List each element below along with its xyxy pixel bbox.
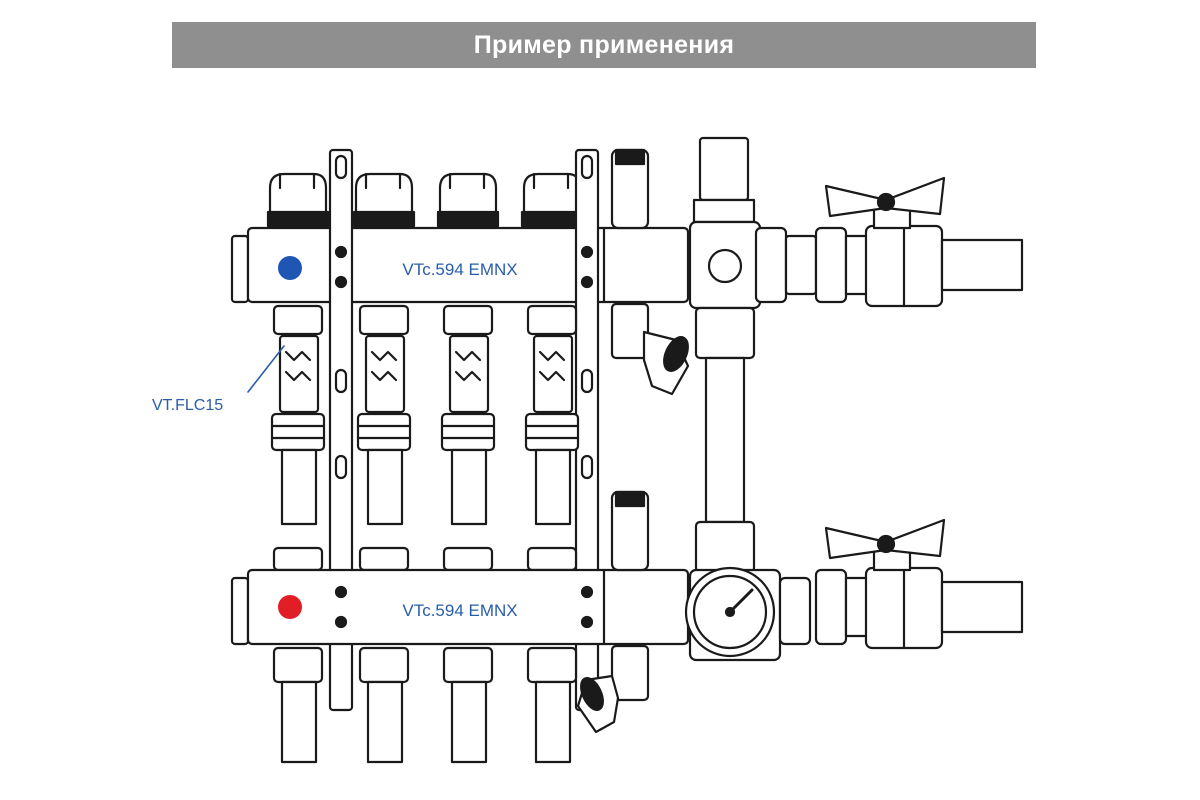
mixing-valve xyxy=(688,136,870,310)
thermostatic-cap xyxy=(266,172,330,228)
return-marker xyxy=(278,595,302,619)
flowmeter-row xyxy=(270,304,580,526)
drain-valve xyxy=(610,302,690,396)
thermostatic-cap xyxy=(520,172,584,228)
bypass-pipe xyxy=(694,306,756,574)
ball-valve-top xyxy=(824,176,1024,308)
manifold-bottom-label: VTc.594 EMNX xyxy=(402,601,517,620)
bottom-manifold xyxy=(230,490,690,764)
page-title: Пример применения xyxy=(473,31,735,59)
callout-label: VT.FLC15 xyxy=(152,397,223,414)
ball-valve-bottom xyxy=(824,518,1024,650)
header-banner: Пример применения xyxy=(172,22,1036,68)
thermostatic-cap xyxy=(352,172,416,228)
thermostatic-cap xyxy=(436,172,500,228)
pressure-gauge xyxy=(684,566,870,662)
manifold-top-label: VTc.594 EMNX xyxy=(402,260,517,279)
supply-marker xyxy=(278,256,302,280)
callout-leader xyxy=(247,345,285,393)
